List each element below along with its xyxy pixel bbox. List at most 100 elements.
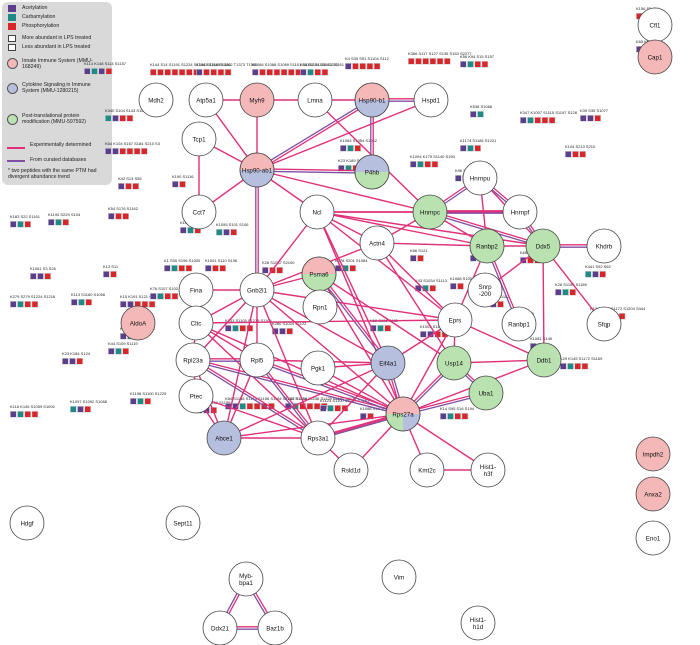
ptm-block-cell bbox=[430, 285, 436, 291]
ptm-block-cell bbox=[460, 145, 466, 151]
ptm-site-label: K13 S11 bbox=[103, 264, 119, 269]
ptm-site-label: K84 S1136 S1144 S1156 S1184 S1222 S1238 bbox=[225, 396, 308, 401]
node-label: Cfl1 bbox=[649, 23, 661, 30]
ptm-block-cell bbox=[232, 325, 239, 331]
ptm-block-cell bbox=[172, 293, 178, 299]
ptm-block-cell bbox=[527, 117, 534, 123]
ptm-block-cell bbox=[123, 213, 129, 219]
ptm-site-group: K1001 S110 S196 bbox=[205, 258, 238, 272]
ptm-site-label: K113 S1160 S1056 bbox=[71, 292, 106, 297]
edge-curated bbox=[192, 360, 403, 416]
node-circle bbox=[635, 436, 671, 472]
node-label: Cct7 bbox=[193, 210, 206, 217]
ptm-block-cell bbox=[127, 115, 133, 121]
ptm-site-group: K56 K94 S15 S157 bbox=[460, 54, 495, 68]
node-cap1: Cap1 bbox=[637, 39, 673, 75]
node-fill-bottom bbox=[355, 100, 389, 117]
ptm-block-cell bbox=[84, 68, 90, 74]
node-outline bbox=[354, 82, 390, 118]
node-label: Gnb2l1 bbox=[247, 288, 268, 295]
node-gnb2l1: Gnb2l1 bbox=[239, 272, 275, 308]
ptm-site-label: K366 S117 S127 S135 S153 S2277 bbox=[408, 51, 472, 56]
ptm-block-cell bbox=[63, 219, 69, 225]
node-label: Lmna bbox=[307, 98, 323, 105]
ptm-site-group: K42 S13 S55 bbox=[118, 176, 142, 190]
ptm-block-cell bbox=[377, 325, 384, 331]
node-label: Cltc bbox=[191, 321, 202, 328]
ptm-block-cell bbox=[32, 301, 38, 307]
ptm-block-cell bbox=[127, 301, 134, 307]
edge-experimental bbox=[257, 168, 373, 172]
ptm-block-cell bbox=[252, 69, 258, 75]
ptm-block-cell bbox=[272, 328, 278, 334]
ptm-block-cell bbox=[422, 285, 429, 291]
ptm-block-cell bbox=[314, 403, 320, 409]
node-label: AldoA bbox=[130, 321, 147, 328]
edge-experimental bbox=[316, 211, 389, 364]
node-circle bbox=[525, 228, 561, 264]
ptm-site-label: K29 K145 S1172 S1169 bbox=[560, 356, 603, 361]
ptm-site-label: K1066 S1088 S1089 S1101 S1132 S1135 S119… bbox=[252, 62, 339, 67]
node-aldoa: AldoA bbox=[120, 305, 156, 341]
node-kmt2c: Kmt2c bbox=[409, 452, 445, 488]
node-impdh2: Impdh2 bbox=[635, 436, 671, 472]
node-circle bbox=[467, 272, 503, 308]
ptm-site-label: K190 S1116 bbox=[172, 174, 194, 179]
ptm-site-group: K64 K104 S167 S184 S210 S3 bbox=[105, 141, 161, 155]
ptm-block-cell bbox=[636, 13, 642, 19]
node-rps3a1: Rps3a1 bbox=[300, 420, 336, 456]
ptm-block-cell bbox=[240, 403, 246, 409]
node-label: Sept11 bbox=[173, 521, 193, 528]
ptm-block-cell bbox=[430, 58, 436, 64]
node-circle bbox=[239, 82, 275, 118]
edge-experimental bbox=[256, 99, 432, 171]
ptm-block-cell bbox=[385, 325, 391, 331]
ptm-site-group: K13 S11 bbox=[103, 264, 119, 278]
ptm-block-cell bbox=[457, 283, 464, 289]
node-rpn1: Rpn1 bbox=[302, 289, 338, 325]
edge-experimental bbox=[319, 272, 390, 363]
ptm-block-cell bbox=[120, 301, 126, 307]
node-circle bbox=[586, 306, 622, 342]
ptm-block-cell bbox=[171, 265, 178, 271]
ptm-site-group: K538 S1068 bbox=[470, 104, 493, 118]
ptm-block-cell bbox=[345, 63, 351, 69]
ptm-block-cell bbox=[115, 213, 122, 219]
node-circle bbox=[239, 272, 275, 308]
ptm-block-cell bbox=[350, 265, 356, 271]
ptm-site-group: K26 S1196 S1189 bbox=[555, 282, 588, 296]
ptm-block-cell bbox=[367, 413, 374, 419]
ptm-block-cell bbox=[415, 285, 421, 291]
edge-curated bbox=[192, 360, 318, 440]
ptm-site-label: K441 S92 S62 bbox=[585, 264, 612, 269]
ptm-block-cell bbox=[374, 63, 380, 69]
legend-more-abundant: More abundant in LPS treated bbox=[22, 35, 92, 41]
node-hist1h1d: Hist1-h1d bbox=[460, 605, 496, 641]
node-label: Khdrb bbox=[596, 244, 613, 251]
node-label: Hnrnpc bbox=[420, 210, 440, 217]
legend-ptm: Post-translational protein modification … bbox=[22, 113, 87, 125]
more-abundant-icon bbox=[8, 35, 16, 42]
ptm-block-cell bbox=[133, 183, 139, 189]
node-khdrb: Khdrb bbox=[586, 228, 622, 264]
ptm-site-label: K104 S210 S210 bbox=[565, 144, 596, 149]
node-label: Hdgf bbox=[20, 521, 33, 528]
node-circle bbox=[9, 505, 45, 541]
ptm-site-label: K76 S107 S102 S105 bbox=[150, 286, 189, 291]
ptm-block-cell bbox=[110, 271, 117, 277]
ptm-block-cell bbox=[118, 183, 124, 189]
ptm-site-group: K113 S1160 S1056 bbox=[71, 292, 106, 306]
ptm-block-cell bbox=[549, 117, 555, 123]
ptm-block-cell bbox=[425, 161, 431, 167]
node-lmna: Lmna bbox=[297, 82, 333, 118]
node-circle bbox=[165, 505, 201, 541]
node-circle bbox=[206, 420, 242, 456]
node-cltc: Cltc bbox=[178, 305, 214, 341]
node-circle bbox=[257, 610, 293, 645]
ptm-site-group: K280 S1024 S1122 bbox=[272, 321, 307, 335]
ptm-block-cell bbox=[55, 219, 62, 225]
ptm-site-group: K347 K1007 S1115 S1197 S128 bbox=[520, 110, 578, 124]
node-label: Tcp1 bbox=[192, 137, 206, 144]
node-label: h1d bbox=[473, 624, 484, 631]
